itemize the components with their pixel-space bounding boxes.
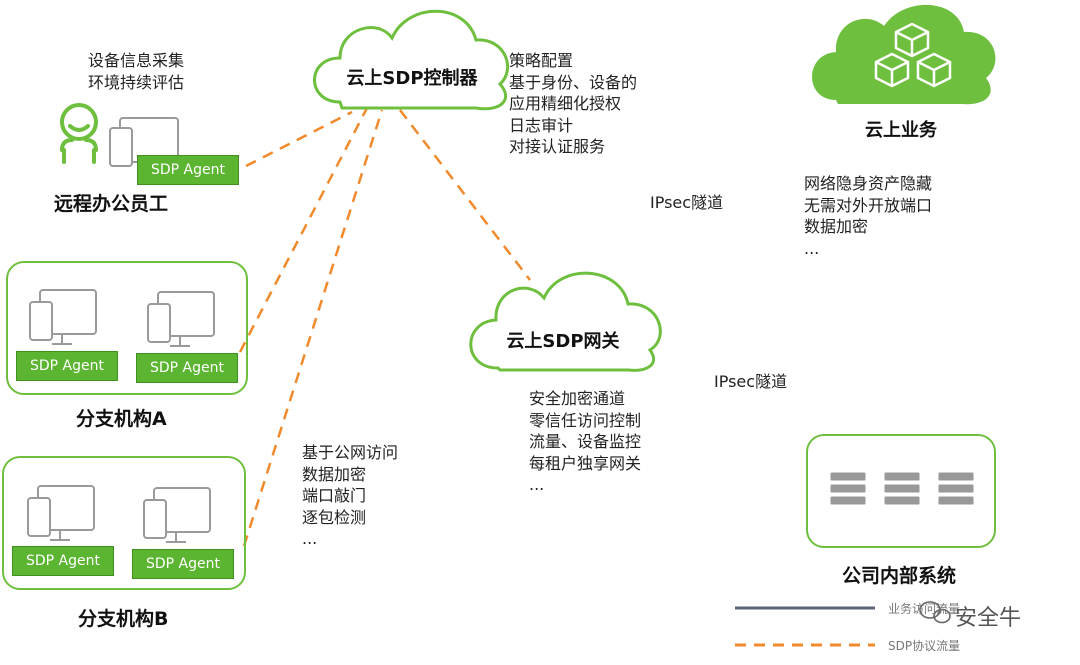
device-icon-branch-b-1 [27,485,95,541]
device-icon-branch-a-1 [29,289,97,345]
branch-b-box [2,456,246,590]
branch-a-label: 分支机构A [76,408,167,430]
gateway-feature: 安全加密通道 [529,389,626,408]
device-icon-remote [109,117,179,167]
remote-worker-note: 设备信息采集 [88,51,185,70]
controller-feature: 对接认证服务 [509,137,606,156]
remote-worker-notes: 设备信息采集 环境持续评估 [88,50,184,93]
branch-note: 数据加密 [302,464,367,484]
branch-b-sdp-agent-2: SDP Agent [132,549,234,579]
cloud-business-features: 网络隐身资产隐藏 无需对外开放端口 数据加密 ... [804,173,932,259]
branch-a-box [6,261,248,395]
person-icon [60,103,98,164]
controller-feature: 基于身份、设备的 [509,72,638,92]
cloud-business-icon [812,4,996,105]
cloud-business-feature: 数据加密 [804,217,869,236]
remote-worker-label: 远程办公员工 [54,193,169,215]
controller-feature: 日志审计 [509,115,574,135]
controller-features: 策略配置 基于身份、设备的 应用精细化授权 日志审计 对接认证服务 [509,50,637,158]
remote-worker-note: 环境持续评估 [88,72,185,92]
device-icon-branch-b-2 [143,487,211,543]
cloud-business-label: 云上业务 [865,120,937,141]
gateway-feature: ... [529,475,545,494]
branch-b-sdp-agent-1: SDP Agent [12,546,114,576]
internal-system-box [806,434,996,548]
cloud-business-feature: ... [804,238,820,258]
branch-note: 逐包检测 [302,507,367,527]
device-icon-branch-a-2 [147,291,215,347]
internal-system-label: 公司内部系统 [842,565,957,587]
sdp-line-branch-a [238,107,369,353]
gateway-feature: 每租户独享网关 [529,453,642,473]
gateway-cloud-icon [469,271,662,372]
sdp-line-remote [245,110,353,168]
branch-b-label: 分支机构B [78,608,169,630]
legend-business-label: 业务访问流量 [888,602,961,616]
controller-label: 云上SDP控制器 [346,68,478,89]
remote-sdp-agent: SDP Agent [137,155,239,185]
branch-a-sdp-agent-2: SDP Agent [136,353,238,383]
cloud-business-feature: 网络隐身资产隐藏 [804,174,933,193]
ipsec-tunnel-top: IPsec隧道 [650,193,724,212]
controller-cloud-icon [313,9,510,111]
cloud-business-feature: 无需对外开放端口 [804,195,933,215]
gateway-feature: 流量、设备监控 [529,432,642,451]
branch-notes: 基于公网访问 数据加密 端口敲门 逐包检测 ... [302,442,398,550]
gateway-features: 安全加密通道 零信任访问控制 流量、设备监控 每租户独享网关 ... [529,388,641,496]
server-icon [829,471,975,506]
branch-a-sdp-agent-1: SDP Agent [16,351,118,381]
watermark: 安全牛 [955,606,1022,631]
legend-sdp-label: SDP协议流量 [888,639,961,653]
controller-feature: 应用精细化授权 [509,94,622,113]
sdp-line-branch-b [242,109,384,547]
branch-note: 端口敲门 [302,486,367,505]
ipsec-tunnel-mid: IPsec隧道 [714,372,788,391]
branch-note: ... [302,529,318,548]
wechat-icon [919,601,951,624]
gateway-feature: 零信任访问控制 [529,410,642,430]
sdp-protocol-lines [238,107,531,547]
cube-icon [874,22,952,88]
gateway-label: 云上SDP网关 [506,331,620,352]
branch-note: 基于公网访问 [302,443,399,462]
sdp-line-gateway [399,109,531,281]
controller-feature: 策略配置 [509,51,574,70]
